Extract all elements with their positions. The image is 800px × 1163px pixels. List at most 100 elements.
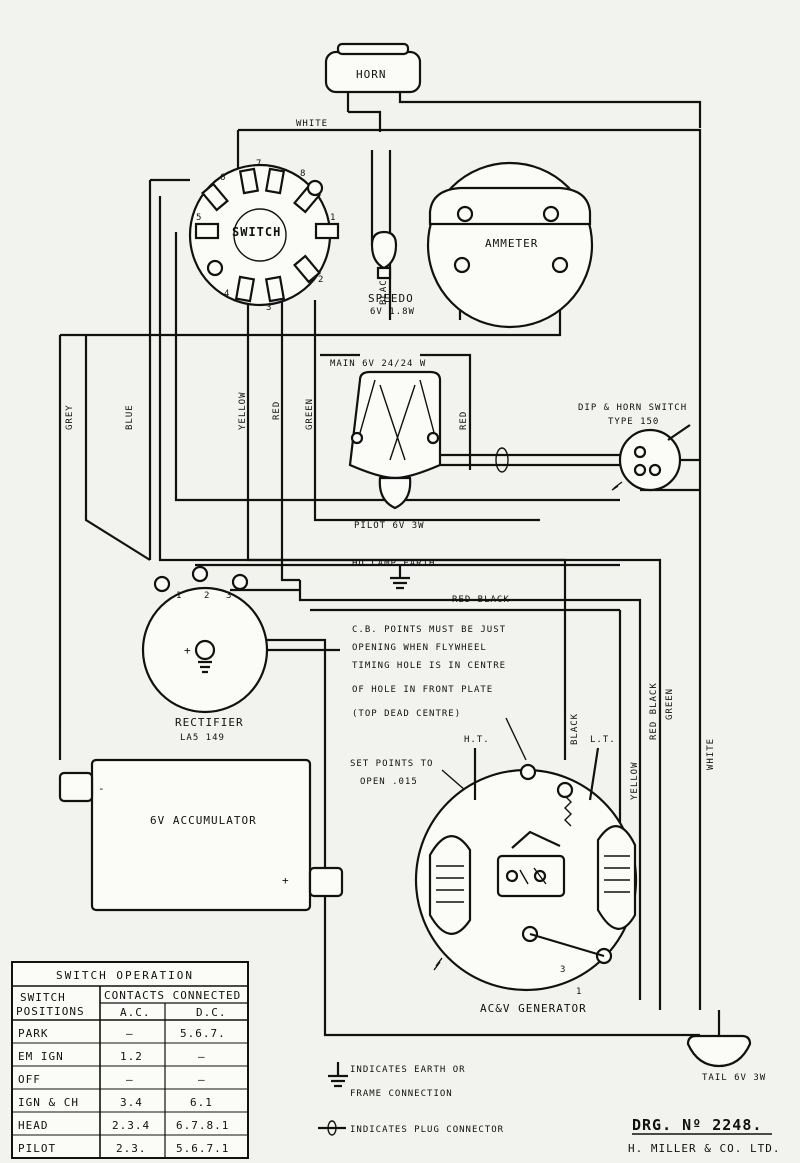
table-cell-position: HEAD — [18, 1119, 49, 1132]
table-cell-dc: 6.7.8.1 — [176, 1119, 229, 1132]
table-cell-dc: 5.6.7.1 — [176, 1142, 229, 1155]
rectifier-terminal-1: 1 — [176, 591, 182, 601]
rectifier-terminal-2: 2 — [204, 591, 210, 601]
hd-lamp-earth-label: HD LAMP EARTH — [352, 559, 435, 569]
speedo-lamp: SPEEDO 6V 1.8W — [368, 230, 415, 317]
wire-label-yellow: YELLOW — [238, 391, 248, 430]
cb-note-line-2: OPENING WHEN FLYWHEEL — [352, 643, 487, 653]
table-cell-ac: 2.3.4 — [112, 1119, 150, 1132]
table-cell-ac: 1.2 — [120, 1050, 143, 1063]
table-row: HEAD 2.3.4 6.7.8.1 — [18, 1119, 229, 1132]
speedo-rating: 6V 1.8W — [370, 307, 415, 317]
headlamp-bulb: MAIN 6V 24/24 W PILOT 6V 3W — [330, 359, 442, 531]
ammeter: AMMETER — [426, 161, 594, 329]
switch-operation-table: SWITCH OPERATION SWITCH POSITIONS CONTAC… — [11, 961, 249, 1159]
generator-terminal-3: 3 — [560, 965, 566, 975]
dip-horn-switch: DIP & HORN SWITCH TYPE 150 — [578, 403, 691, 492]
dip-switch-type: TYPE 150 — [608, 417, 659, 427]
accumulator-label: 6V ACCUMULATOR — [150, 814, 257, 827]
drawing-number: DRG. Nº 2248. — [632, 1116, 762, 1134]
accumulator-minus: - — [98, 782, 106, 795]
switch-terminal-5: 5 — [196, 213, 202, 223]
switch-terminal-3: 3 — [266, 303, 272, 313]
switch-terminal-4: 4 — [224, 289, 230, 299]
main-lamp-label: MAIN 6V 24/24 W — [330, 359, 426, 369]
table-row: OFF — — — [18, 1073, 206, 1086]
hd-lamp-earth: HD LAMP EARTH — [352, 559, 435, 590]
generator-ht-label: H.T. — [464, 735, 490, 745]
table-row: EM IGN 1.2 — — [18, 1050, 206, 1063]
set-points-line-1: SET POINTS TO — [350, 759, 433, 769]
rectifier-plus: + — [184, 644, 192, 657]
table-cell-position: PARK — [18, 1027, 49, 1040]
earth-symbol-icon — [328, 1062, 348, 1088]
table-title: SWITCH OPERATION — [56, 969, 194, 982]
table-header-ac: A.C. — [120, 1006, 151, 1019]
table-cell-position: OFF — [18, 1073, 41, 1086]
wire-label-red-main: RED — [459, 411, 469, 430]
rectifier-terminal-3: 3 — [226, 591, 232, 601]
table-header-switch: SWITCH — [20, 991, 66, 1004]
switch-terminal-7: 7 — [256, 159, 262, 169]
cb-points-note: C.B. POINTS MUST BE JUST OPENING WHEN FL… — [352, 625, 527, 761]
cb-note-line-5: (TOP DEAD CENTRE) — [352, 709, 461, 719]
wire-label-red-black-gen: RED BLACK — [649, 682, 659, 740]
switch-terminal-6: 6 — [220, 173, 226, 183]
table-row: PARK — 5.6.7. — [18, 1027, 226, 1040]
wire-label-grey: GREY — [65, 404, 75, 430]
dip-switch-label: DIP & HORN SWITCH — [578, 403, 687, 413]
table-cell-dc: — — [198, 1073, 206, 1086]
drawing-maker: H. MILLER & CO. LTD. — [628, 1142, 780, 1155]
switch-terminal-8: 8 — [300, 169, 306, 179]
legend-earth-line-1: INDICATES EARTH OR — [350, 1065, 466, 1075]
table-cell-dc: 6.1 — [190, 1096, 213, 1109]
generator: H.T. L.T. 3 1 AC&V GENERATOR — [414, 735, 638, 1015]
wiring-harness: WHITE — [58, 110, 702, 1037]
generator-label: AC&V GENERATOR — [480, 1002, 587, 1015]
wire-label-green: GREEN — [305, 398, 315, 430]
wire-label-black: BLACK — [379, 273, 389, 305]
table-header-positions: POSITIONS — [16, 1005, 85, 1018]
table-cell-ac: 3.4 — [120, 1096, 143, 1109]
tail-lamp: TAIL 6V 3W — [686, 1010, 765, 1083]
wire-label-white-top: WHITE — [296, 119, 328, 129]
legend-earth-line-2: FRAME CONNECTION — [350, 1089, 453, 1099]
plug-connector-icon — [318, 1120, 346, 1136]
table-cell-dc: — — [198, 1050, 206, 1063]
rectifier-type: LA5 149 — [180, 733, 225, 743]
rectifier-label: RECTIFIER — [175, 716, 244, 729]
wire-label-white-gen: WHITE — [706, 738, 716, 770]
wire-label-yellow-gen: YELLOW — [630, 761, 640, 800]
table-cell-dc: 5.6.7. — [180, 1027, 226, 1040]
ammeter-label: AMMETER — [485, 237, 538, 250]
set-points-line-2: OPEN .015 — [360, 777, 418, 787]
table-cell-ac: — — [126, 1027, 134, 1040]
table-header-dc: D.C. — [196, 1006, 227, 1019]
cb-note-line-4: OF HOLE IN FRONT PLATE — [352, 685, 493, 695]
horn-label: HORN — [356, 68, 387, 81]
table-cell-position: EM IGN — [18, 1050, 64, 1063]
table-cell-position: PILOT — [18, 1142, 56, 1155]
wire-label-blue: BLUE — [125, 404, 135, 430]
table-row: PILOT 2.3. 5.6.7.1 — [18, 1142, 229, 1155]
rectifier: 1 2 3 + RECTIFIER LA5 149 — [141, 565, 269, 743]
table-cell-position: IGN & CH — [18, 1096, 79, 1109]
horn: HORN — [324, 42, 702, 128]
ignition-switch: SWITCH 7 8 1 2 3 4 5 6 — [188, 159, 340, 313]
legend: INDICATES EARTH OR FRAME CONNECTION INDI… — [318, 1062, 504, 1136]
switch-terminal-2: 2 — [318, 275, 324, 285]
generator-terminal-1: 1 — [576, 987, 582, 997]
cb-note-line-1: C.B. POINTS MUST BE JUST — [352, 625, 506, 635]
wire-label-red: RED — [272, 401, 282, 420]
wire-label-green-gen: GREEN — [665, 688, 675, 720]
switch-contacts — [194, 167, 340, 303]
accumulator-plus: + — [282, 874, 290, 887]
wire-label-black-gen: BLACK — [570, 713, 580, 745]
cb-note-line-3: TIMING HOLE IS IN CENTRE — [352, 661, 506, 671]
drawing-title-block: DRG. Nº 2248. H. MILLER & CO. LTD. — [628, 1116, 780, 1155]
legend-plug: INDICATES PLUG CONNECTOR — [350, 1125, 504, 1135]
accumulator: - + 6V ACCUMULATOR — [58, 758, 344, 912]
switch-label: SWITCH — [232, 225, 281, 239]
table-row: IGN & CH 3.4 6.1 — [18, 1096, 213, 1109]
